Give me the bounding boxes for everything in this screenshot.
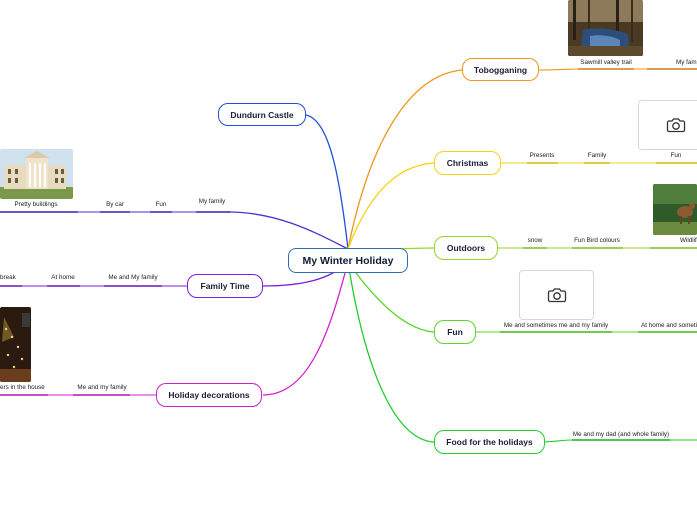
- deer-image: [653, 184, 697, 235]
- connector-dundurn-trail: [227, 211, 349, 250]
- forest-creek-image: [568, 0, 643, 56]
- node-fun[interactable]: Fun: [434, 320, 476, 344]
- label-me-and-my-family-hd[interactable]: Me and my family: [77, 384, 127, 391]
- line-tobogganing: [537, 68, 697, 71]
- label-fun[interactable]: Fun: [670, 152, 682, 159]
- photo-wildlife[interactable]: [653, 184, 697, 235]
- node-tobogganing[interactable]: Tobogganing: [462, 58, 539, 81]
- label-by-car[interactable]: By car: [106, 201, 124, 208]
- node-food-for-the-holidays[interactable]: Food for the holidays: [434, 430, 545, 454]
- photo-placeholder-christmas[interactable]: [638, 100, 697, 150]
- label-break[interactable]: break: [0, 274, 16, 281]
- label-me-and-sometimes-family[interactable]: Me and sometimes me and my family: [503, 322, 609, 329]
- connector-holiday-decorations: [262, 261, 349, 396]
- label-fun-bird-colours[interactable]: Fun Bird colours: [574, 237, 620, 244]
- label-family[interactable]: Family: [587, 152, 607, 159]
- label-presents[interactable]: Presents: [529, 152, 555, 159]
- connector-food: [347, 261, 435, 443]
- connector-fun: [347, 261, 435, 333]
- label-my-family-dc[interactable]: My family: [198, 198, 226, 205]
- label-pretty-buildings[interactable]: Pretty buildings: [14, 201, 58, 208]
- label-fun-dc[interactable]: Fun: [155, 201, 167, 208]
- line-food: [543, 439, 697, 443]
- label-at-home-and-sometimes[interactable]: At home and someti: [641, 322, 697, 329]
- photo-dundurn-castle[interactable]: [0, 149, 73, 199]
- label-me-and-my-family-ft[interactable]: Me and My family: [108, 274, 158, 281]
- photo-holiday-decorations[interactable]: [0, 307, 31, 382]
- decorations-image: [0, 307, 31, 382]
- connector-dundurn: [305, 114, 349, 250]
- photo-sawmill-valley[interactable]: [568, 0, 643, 56]
- label-flowers-in-the-house[interactable]: ers in the house: [0, 384, 45, 391]
- node-family-time[interactable]: Family Time: [187, 274, 263, 298]
- label-at-home[interactable]: At home: [51, 274, 75, 281]
- label-me-and-my-dad[interactable]: Me and my dad (and whole family): [572, 431, 670, 438]
- label-my-family[interactable]: My fam: [676, 59, 697, 66]
- label-sawmill-valley-trail[interactable]: Sawmill valley trail: [580, 59, 632, 66]
- castle-image: [0, 149, 73, 199]
- camera-icon: [547, 288, 566, 303]
- root-node[interactable]: My Winter Holiday: [288, 248, 408, 273]
- photo-placeholder-fun[interactable]: [519, 270, 594, 320]
- label-wildlife[interactable]: Wildlif: [680, 237, 697, 244]
- connector-christmas: [347, 162, 435, 250]
- label-snow[interactable]: snow: [527, 237, 543, 244]
- node-christmas[interactable]: Christmas: [434, 151, 501, 175]
- node-outdoors[interactable]: Outdoors: [434, 236, 498, 260]
- node-holiday-decorations[interactable]: Holiday decorations: [156, 383, 262, 407]
- connector-tobogganing: [347, 69, 463, 250]
- node-dundurn-castle[interactable]: Dundurn Castle: [218, 103, 306, 126]
- camera-icon: [666, 118, 685, 133]
